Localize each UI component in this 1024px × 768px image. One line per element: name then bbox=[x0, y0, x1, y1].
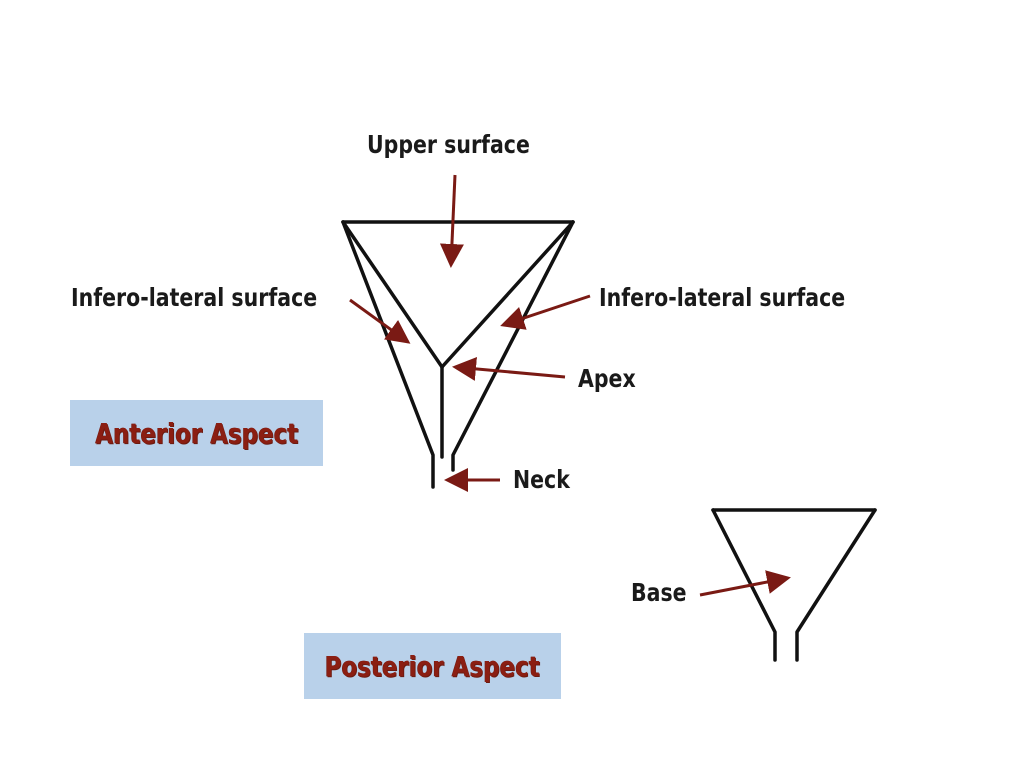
inner-left-line bbox=[343, 222, 442, 367]
neck-label: Neck bbox=[513, 467, 570, 492]
infero-lateral-right-label: Infero-lateral surface bbox=[599, 285, 845, 310]
infero-lateral-right-arrow bbox=[503, 296, 590, 325]
base-arrow bbox=[700, 578, 788, 595]
upper-surface-label: Upper surface bbox=[367, 132, 530, 157]
apex-label: Apex bbox=[578, 366, 636, 391]
outer-right-line bbox=[453, 222, 573, 470]
outer-left-line bbox=[343, 222, 433, 487]
posterior-aspect-badge: Posterior Aspect bbox=[304, 633, 561, 699]
posterior-bladder-shape bbox=[713, 510, 875, 660]
anterior-aspect-badge: Anterior Aspect bbox=[70, 400, 323, 466]
apex-arrow bbox=[455, 367, 565, 377]
posterior-aspect-text: Posterior Aspect bbox=[325, 650, 540, 683]
anterior-aspect-text: Anterior Aspect bbox=[95, 417, 298, 450]
upper-surface-arrow bbox=[451, 175, 455, 265]
base-label: Base bbox=[631, 580, 687, 605]
inner-right-line bbox=[442, 222, 573, 367]
anterior-bladder-shape bbox=[343, 222, 573, 487]
posterior-right-line bbox=[797, 510, 875, 660]
infero-lateral-left-label: Infero-lateral surface bbox=[71, 285, 317, 310]
